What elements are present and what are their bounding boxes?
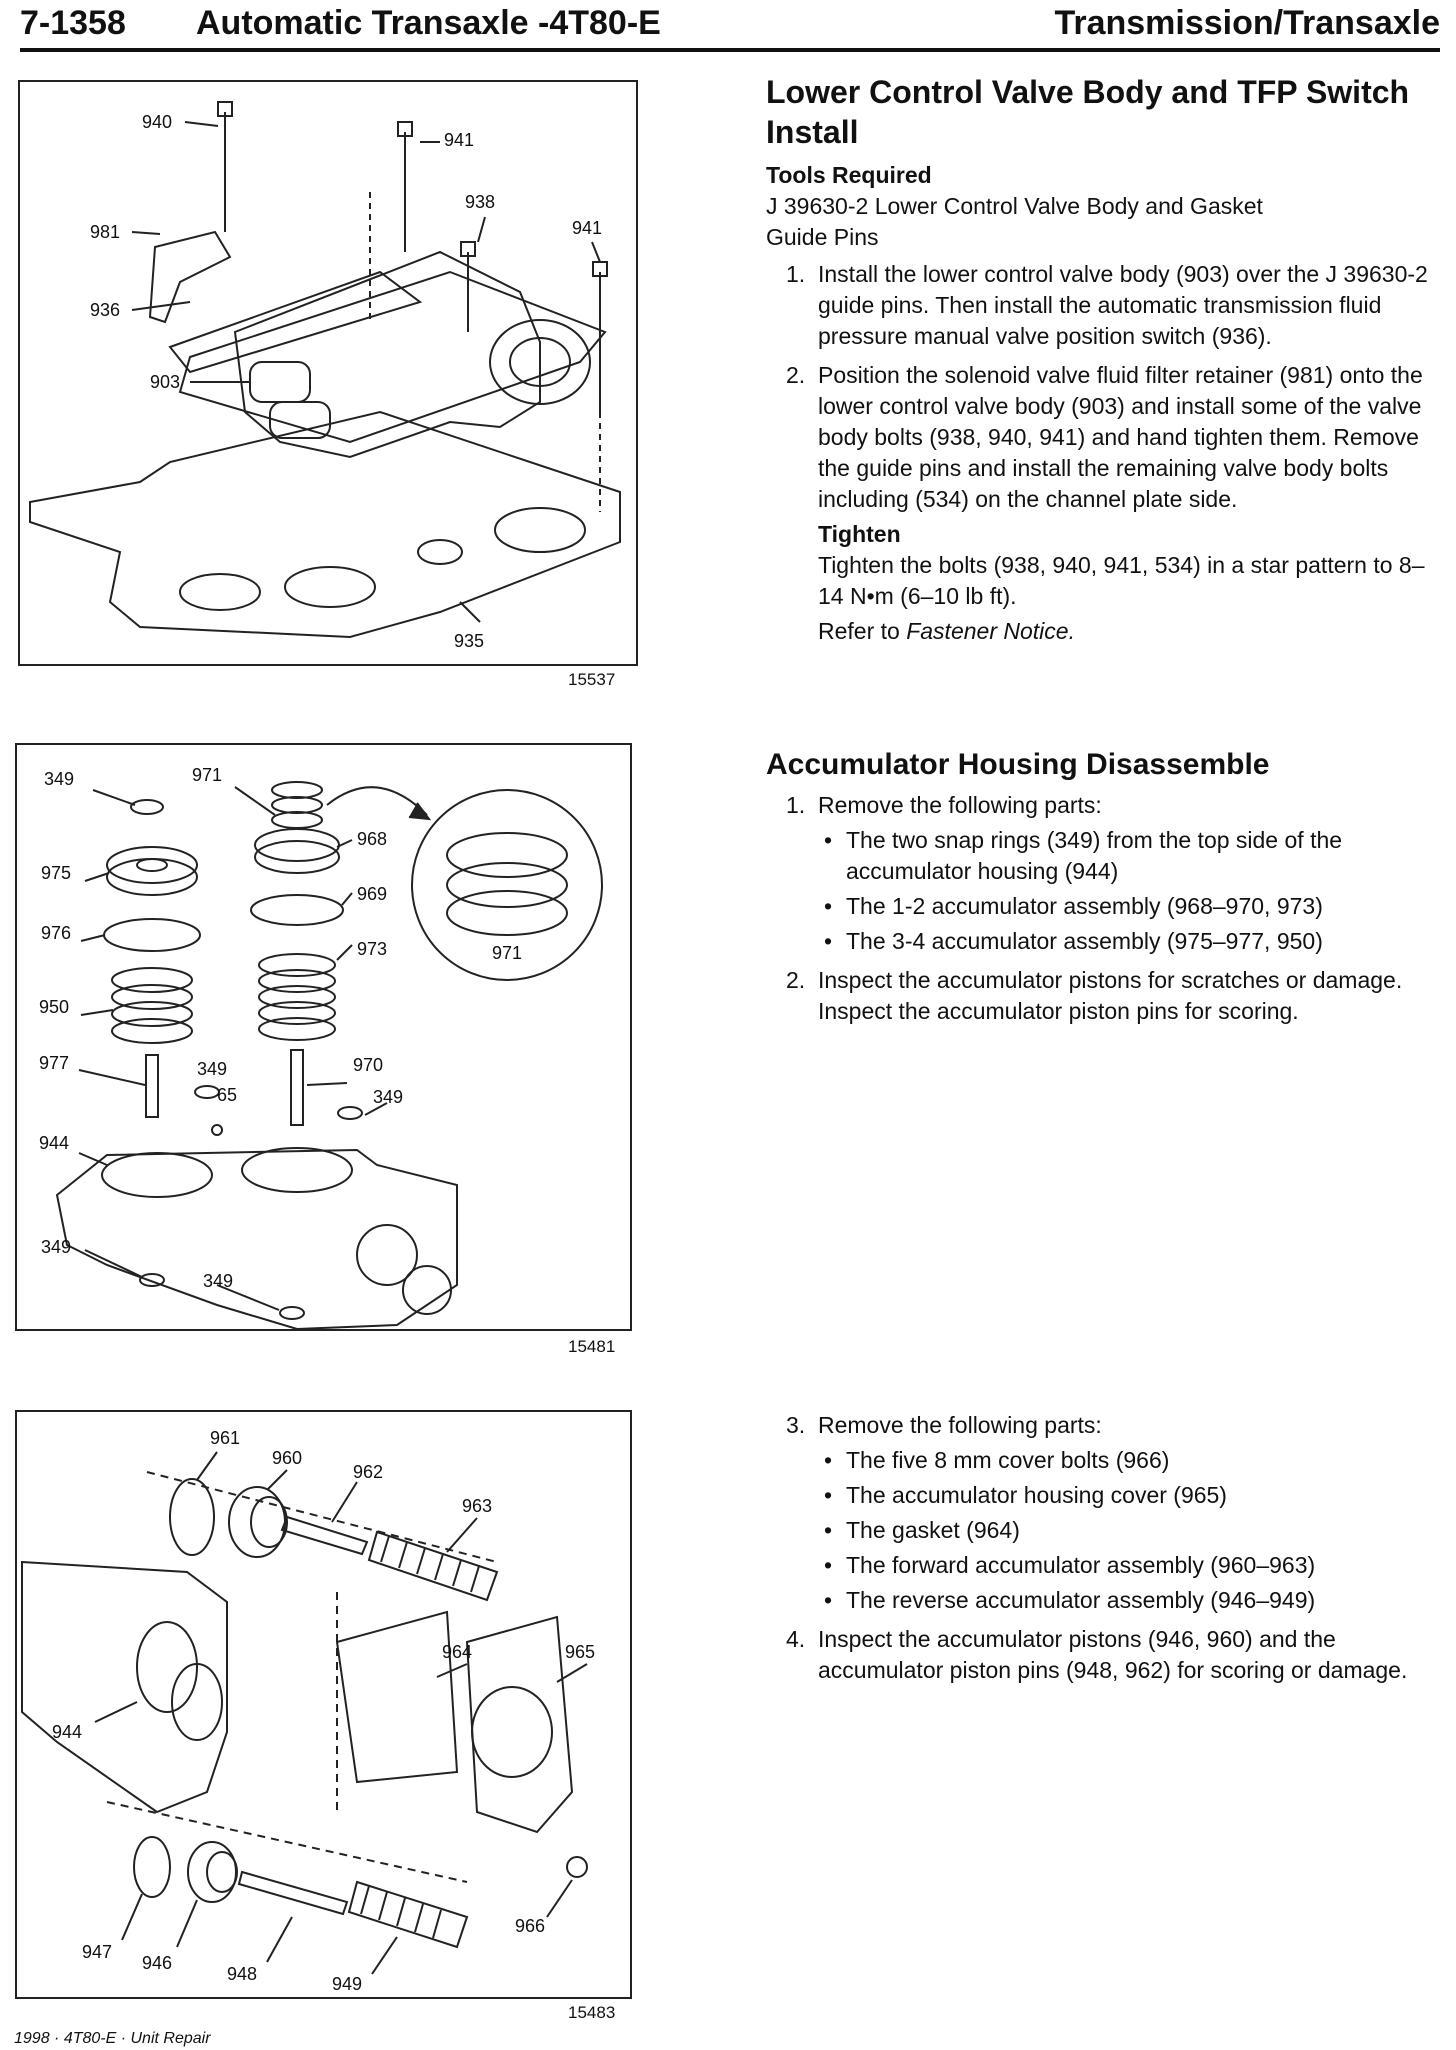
callout-349-right: 349: [373, 1087, 403, 1107]
callout-968: 968: [357, 829, 387, 849]
bullet-item: The 3-4 accumulator assembly (975–977, 9…: [818, 926, 1448, 957]
page-number: 7-1358: [20, 4, 126, 42]
step-number: 1.: [786, 792, 806, 818]
bullet-item: The five 8 mm cover bolts (966): [818, 1445, 1448, 1476]
heading-line-2: Install: [766, 114, 859, 150]
section-title: Automatic Transaxle -4T80-E: [196, 4, 661, 42]
tighten-heading: Tighten: [818, 521, 901, 547]
step-item: 1. Remove the following parts: The two s…: [766, 790, 1448, 957]
callout-961: 961: [210, 1428, 240, 1448]
accumulator-housing-illustration: 349 971 975 968 969 976 973 950 971 977 …: [39, 765, 603, 1331]
callout-946: 946: [142, 1953, 172, 1973]
bullet-item: The 1-2 accumulator assembly (968–970, 9…: [818, 891, 1448, 922]
step-item: 2. Position the solenoid valve fluid fil…: [766, 360, 1448, 647]
callout-966: 966: [515, 1916, 545, 1936]
callout-970: 970: [353, 1055, 383, 1075]
step-item: 2. Inspect the accumulator pistons for s…: [766, 965, 1448, 1027]
callout-965: 965: [565, 1642, 595, 1662]
step-item: 4. Inspect the accumulator pistons (946,…: [766, 1624, 1448, 1686]
callout-950: 950: [39, 997, 69, 1017]
callout-941-b: 941: [572, 218, 602, 238]
section-lower-control-valve: Lower Control Valve Body and TFP Switch …: [766, 72, 1448, 655]
callout-948: 948: [227, 1964, 257, 1984]
section-heading: Accumulator Housing Disassemble: [766, 748, 1270, 781]
callout-944: 944: [39, 1133, 69, 1153]
callout-964: 964: [442, 1642, 472, 1662]
step-text: Install the lower control valve body (90…: [818, 261, 1428, 349]
callout-981: 981: [90, 222, 120, 242]
callout-938: 938: [465, 192, 495, 212]
bullet-item: The forward accumulator assembly (960–96…: [818, 1550, 1448, 1581]
step-text: Inspect the accumulator pistons (946, 96…: [818, 1626, 1408, 1683]
callout-65: 65: [217, 1085, 237, 1105]
bullet-item: The gasket (964): [818, 1515, 1448, 1546]
callout-949: 949: [332, 1974, 362, 1994]
bullet-item: The reverse accumulator assembly (946–94…: [818, 1585, 1448, 1616]
callout-944: 944: [52, 1722, 82, 1742]
callout-349-top: 349: [44, 769, 74, 789]
callout-973: 973: [357, 939, 387, 959]
step-text: Remove the following parts:: [818, 792, 1102, 818]
callout-936: 936: [90, 300, 120, 320]
callout-971: 971: [192, 765, 222, 785]
tighten-text: Tighten the bolts (938, 940, 941, 534) i…: [818, 552, 1425, 609]
callout-903: 903: [150, 372, 180, 392]
step-number: 2.: [786, 362, 806, 388]
valve-body-illustration: 940 941 981 938 941 936 903 935: [29, 101, 621, 651]
step-text: Inspect the accumulator pistons for scra…: [818, 967, 1403, 1024]
figure-valve-body: 940 941 981 938 941 936 903 935: [18, 80, 638, 666]
section-accumulator-continued: 3. Remove the following parts: The five …: [766, 1410, 1448, 1694]
callout-969: 969: [357, 884, 387, 904]
bullet-item: The accumulator housing cover (965): [818, 1480, 1448, 1511]
callout-947: 947: [82, 1942, 112, 1962]
step-text: Remove the following parts:: [818, 1412, 1102, 1438]
callout-941: 941: [444, 130, 474, 150]
callout-962: 962: [353, 1462, 383, 1482]
callout-960: 960: [272, 1448, 302, 1468]
bullet-item: The two snap rings (349) from the top si…: [818, 825, 1448, 887]
step-number: 4.: [786, 1626, 806, 1652]
figure-number: 15481: [568, 1337, 616, 1356]
figure-number: 15537: [568, 670, 616, 689]
figure-accumulator-cover: 961 960 962 963 964 965 944 947 946 948 …: [15, 1410, 632, 1999]
accumulator-cover-illustration: 961 960 962 963 964 965 944 947 946 948 …: [21, 1428, 595, 1994]
header-rule: [20, 48, 1440, 52]
callout-940: 940: [142, 112, 172, 132]
figure-number: 15483: [568, 2003, 616, 2022]
heading-line-1: Lower Control Valve Body and TFP Switch: [766, 74, 1410, 110]
callout-935: 935: [454, 631, 484, 651]
step-number: 1.: [786, 261, 806, 287]
page-footer: 1998 · 4T80-E · Unit Repair: [14, 2030, 211, 2047]
step-number: 2.: [786, 967, 806, 993]
callout-977: 977: [39, 1053, 69, 1073]
category-title: Transmission/Transaxle: [1054, 4, 1440, 42]
step-text: Position the solenoid valve fluid filter…: [818, 362, 1423, 512]
callout-975: 975: [41, 863, 71, 883]
callout-971-zoom: 971: [492, 943, 522, 963]
figure-accumulator-housing: 349 971 975 968 969 976 973 950 971 977 …: [15, 743, 632, 1331]
fastener-notice-link[interactable]: Fastener Notice.: [906, 618, 1075, 644]
callout-963: 963: [462, 1496, 492, 1516]
tools-line-2: Guide Pins: [766, 224, 879, 250]
callout-349-bottom-b: 349: [203, 1271, 233, 1291]
step-item: 1. Install the lower control valve body …: [766, 259, 1448, 352]
callout-976: 976: [41, 923, 71, 943]
tools-heading: Tools Required: [766, 162, 932, 188]
section-heading: Lower Control Valve Body and TFP Switch …: [766, 72, 1448, 152]
refer-prefix: Refer to: [818, 618, 907, 644]
callout-349-bottom: 349: [41, 1237, 71, 1257]
refer-note: Refer to Fastener Notice.: [818, 616, 1448, 647]
callout-349-mid: 349: [197, 1059, 227, 1079]
step-item: 3. Remove the following parts: The five …: [766, 1410, 1448, 1616]
tools-line-1: J 39630-2 Lower Control Valve Body and G…: [766, 193, 1263, 219]
section-accumulator-disassemble: Accumulator Housing Disassemble 1. Remov…: [766, 748, 1448, 1035]
step-number: 3.: [786, 1412, 806, 1438]
